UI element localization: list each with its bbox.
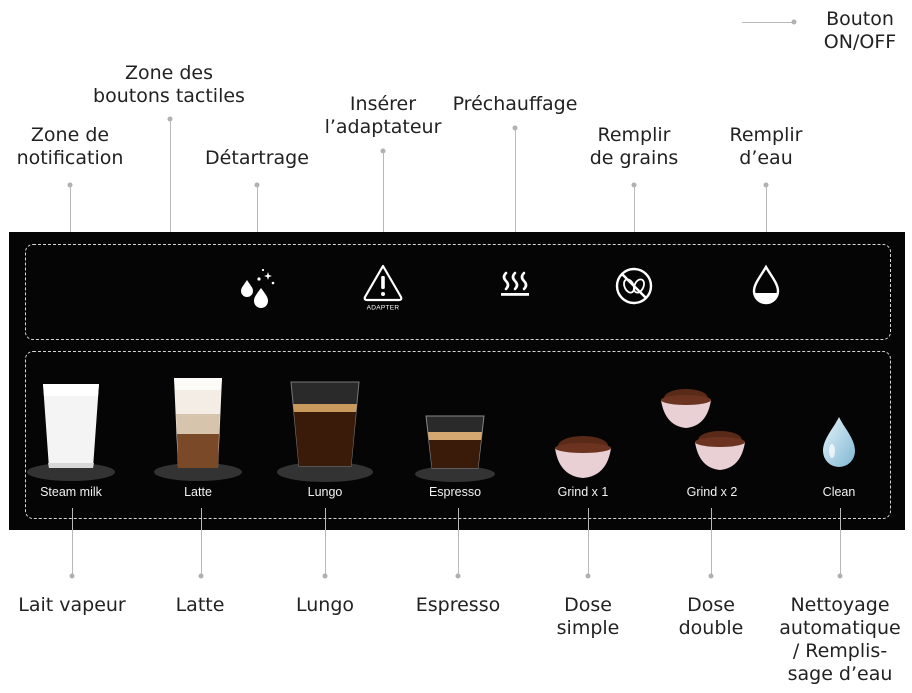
latte-button[interactable] <box>152 372 244 486</box>
clean-callout-line-4: sage d’eau <box>787 663 893 685</box>
descaling-icon <box>237 266 277 314</box>
clean-callout: Nettoyage automatique / Remplis- sage d’… <box>779 594 900 686</box>
grind-x1-leader-dot <box>585 573 591 579</box>
steam-milk-leader-dot <box>69 573 75 579</box>
espresso-button[interactable] <box>412 412 498 486</box>
steam-milk-callout-line-1: Lait vapeur <box>18 594 126 616</box>
steam-milk-callout: Lait vapeur <box>18 594 126 617</box>
clean-callout-line-1: Nettoyage <box>790 594 890 616</box>
fill-water-leader <box>766 185 767 257</box>
touch-zone-line-1: Zone des <box>124 62 214 84</box>
steam-milk-button[interactable] <box>25 374 117 486</box>
espresso-callout: Espresso <box>416 594 500 617</box>
espresso-leader-dot <box>455 573 461 579</box>
preheating-label: Préchauffage <box>453 93 578 116</box>
preheating-line-1: Préchauffage <box>452 93 578 115</box>
lungo-callout: Lungo <box>296 594 354 617</box>
lungo-leader-dot <box>322 573 328 579</box>
fill-water-label: Remplir d’eau <box>730 124 803 170</box>
adapter-text: ADAPTER <box>366 304 400 312</box>
fill-water-line-1: Remplir <box>729 124 803 146</box>
steam-milk-button-label: Steam milk <box>40 485 102 499</box>
power-button-line-1: Bouton <box>826 8 894 30</box>
lungo-button[interactable] <box>275 378 375 486</box>
notification-zone-leader <box>70 185 71 241</box>
clean-button-label: Clean <box>822 485 856 499</box>
grind-x2-button-label: Grind x 2 <box>686 485 738 499</box>
clean-leader <box>840 508 841 576</box>
grind-x2-leader <box>711 508 712 576</box>
clean-button[interactable] <box>817 415 861 477</box>
descaling-line-1: Détartrage <box>205 147 309 169</box>
descaling-leader <box>257 185 258 247</box>
preheating-leader <box>515 128 516 262</box>
lungo-button-label: Lungo <box>307 485 343 499</box>
grind-x2-callout: Dose double <box>679 594 744 640</box>
grind-x1-callout-line-2: simple <box>556 617 620 639</box>
latte-callout: Latte <box>176 594 225 617</box>
grind-x1-callout: Dose simple <box>557 594 620 640</box>
adapter-warning-icon <box>360 261 406 315</box>
latte-button-label: Latte <box>184 485 212 499</box>
notification-zone-label: Zone de notification <box>17 124 124 170</box>
espresso-button-label: Espresso <box>428 485 482 499</box>
insert-adapter-label: Insérer l’adaptateur <box>325 93 442 139</box>
insert-adapter-leader <box>383 151 384 247</box>
fill-beans-label: Remplir de grains <box>590 124 679 170</box>
grind-x2-callout-line-1: Dose <box>687 594 735 616</box>
clean-callout-line-2: automatique <box>779 617 901 639</box>
descaling-label: Détartrage <box>205 147 309 170</box>
notification-zone-line-2: notification <box>16 147 124 169</box>
fill-beans-leader <box>634 185 635 263</box>
fill-beans-line-2: de grains <box>589 147 679 169</box>
power-button-leader <box>742 22 792 23</box>
grind-x2-callout-line-2: double <box>678 617 744 639</box>
latte-leader-dot <box>198 573 204 579</box>
espresso-leader <box>458 508 459 576</box>
notification-zone <box>25 244 891 340</box>
preheating-icon <box>498 270 532 304</box>
latte-callout-line-1: Latte <box>175 594 225 616</box>
espresso-callout-line-1: Espresso <box>415 594 501 616</box>
touch-zone-line-2: boutons tactiles <box>93 85 245 107</box>
grind-x2-leader-dot <box>708 573 714 579</box>
insert-adapter-line-2: l’adaptateur <box>324 116 442 138</box>
lungo-callout-line-1: Lungo <box>295 594 355 616</box>
touch-zone-label: Zone des boutons tactiles <box>93 62 245 108</box>
power-button-line-2: ON/OFF <box>823 31 897 53</box>
water-drop-icon <box>749 264 783 310</box>
power-button-label: Bouton ON/OFF <box>824 8 896 54</box>
grind-x2-button[interactable] <box>658 386 750 480</box>
no-beans-icon <box>613 265 655 311</box>
grind-x1-leader <box>588 508 589 576</box>
latte-leader <box>201 508 202 576</box>
insert-adapter-line-1: Insérer <box>349 93 417 115</box>
steam-milk-leader <box>72 508 73 576</box>
power-button-leader-dot <box>791 19 797 25</box>
clean-callout-line-3: / Remplis- <box>792 640 888 662</box>
fill-beans-line-1: Remplir <box>597 124 671 146</box>
grind-x1-button[interactable] <box>551 432 615 486</box>
lungo-leader <box>325 508 326 576</box>
fill-water-line-2: d’eau <box>739 147 793 169</box>
grind-x1-button-label: Grind x 1 <box>557 485 609 499</box>
grind-x1-callout-line-1: Dose <box>564 594 612 616</box>
clean-leader-dot <box>837 573 843 579</box>
notification-zone-line-1: Zone de <box>30 124 110 146</box>
